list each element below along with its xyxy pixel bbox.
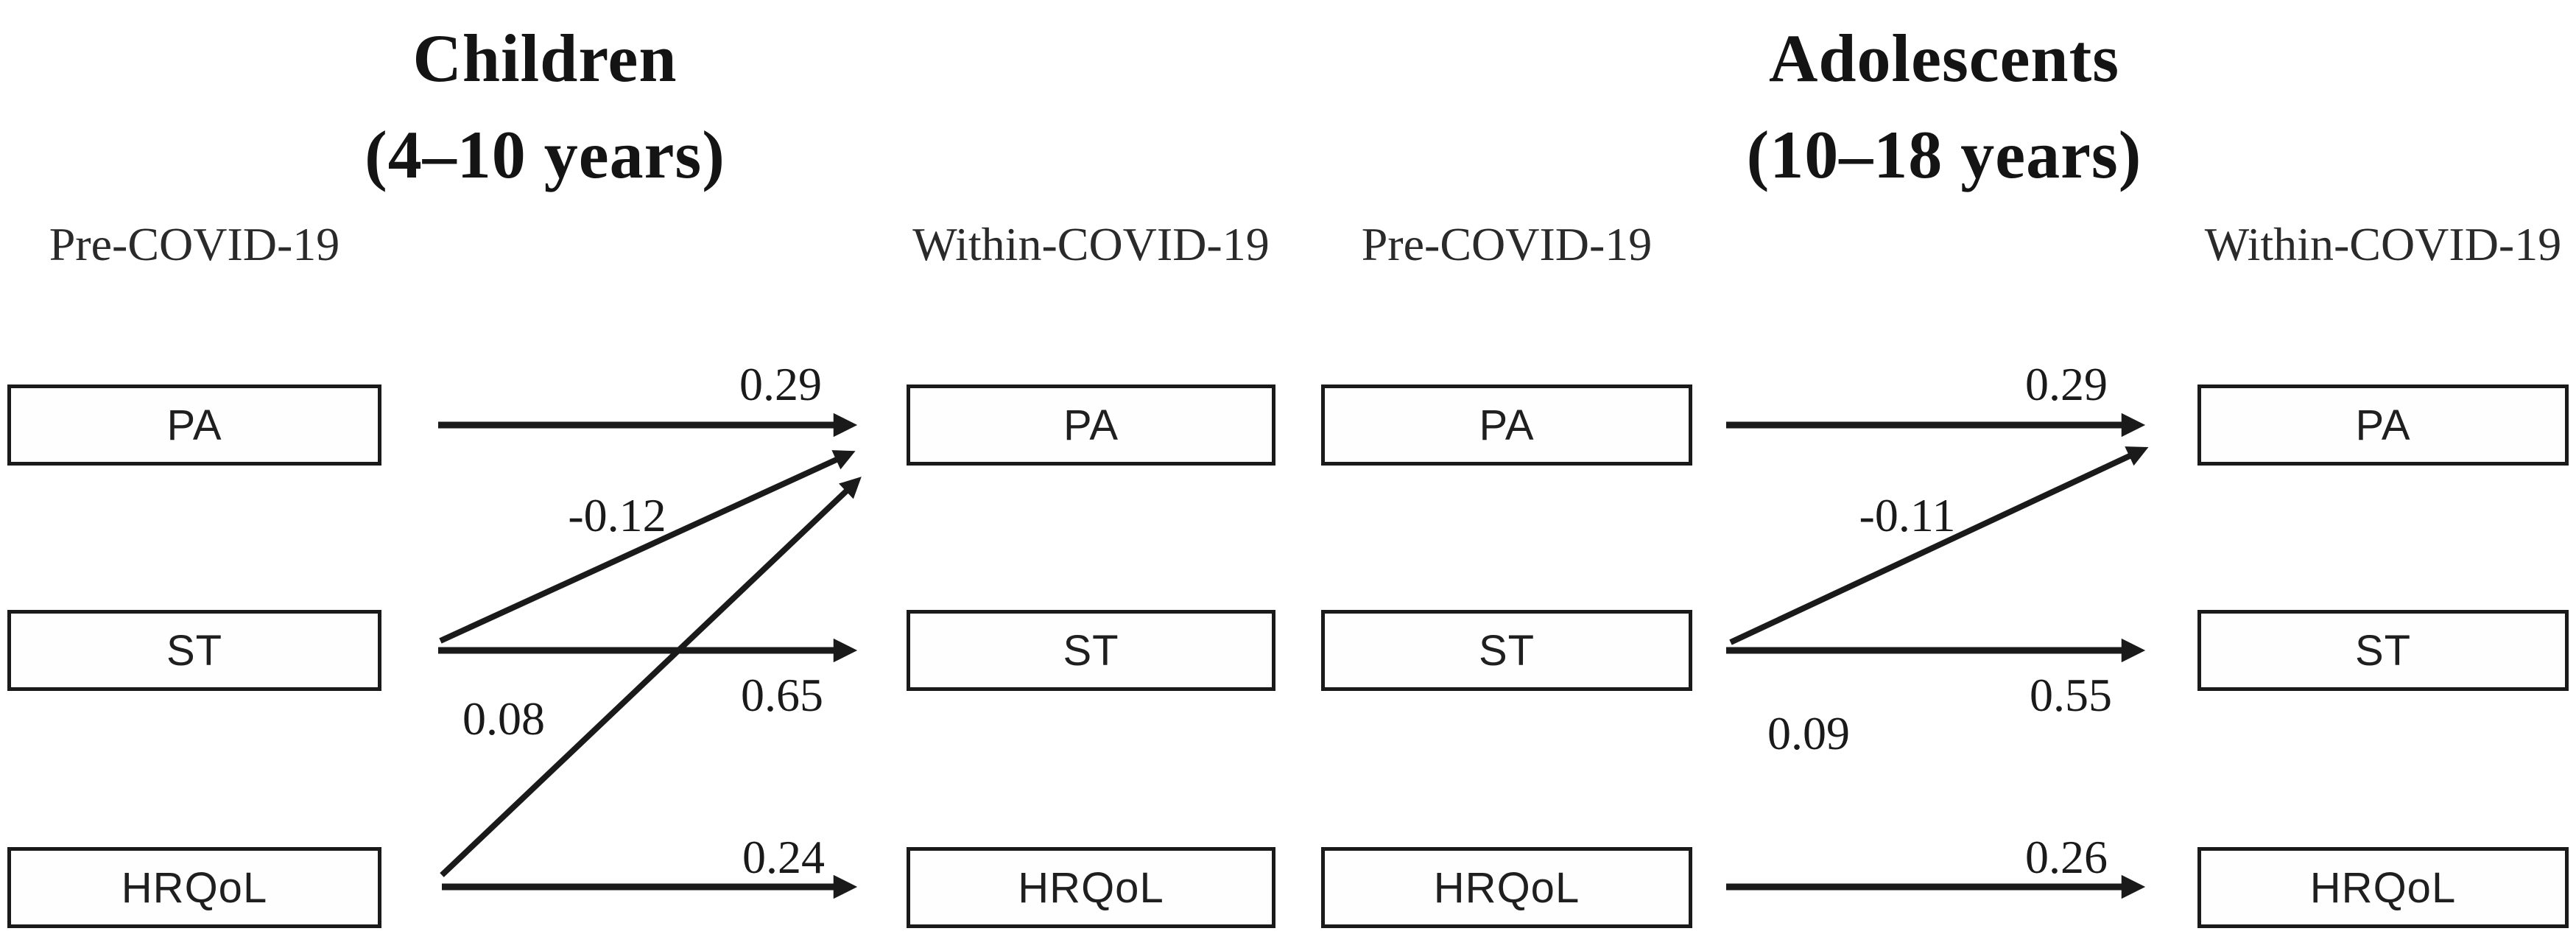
node-label: HRQoL	[1018, 863, 1164, 912]
children-title-line1: Children	[412, 21, 678, 96]
coef-children-pa-to-pa: 0.29	[739, 358, 822, 410]
arrow-children-st-to-pa	[439, 450, 856, 644]
node-label: PA	[166, 401, 222, 449]
children-pre-covid-label: Pre-COVID-19	[49, 218, 340, 270]
node-label: PA	[1479, 401, 1535, 449]
node-adolescents-within-hrqol: HRQoL	[2197, 847, 2569, 928]
node-adolescents-pre-hrqol: HRQoL	[1321, 847, 1692, 928]
coef-adolescents-hrqol-cross: 0.09	[1767, 707, 1850, 759]
coef-children-hrqol-to-pa: 0.08	[462, 692, 545, 745]
node-label: HRQoL	[1433, 863, 1580, 912]
coef-children-st-to-st: 0.65	[741, 669, 823, 721]
node-label: ST	[1063, 626, 1119, 675]
node-label: ST	[2354, 626, 2412, 675]
node-children-pre-pa: PA	[7, 385, 381, 466]
adolescents-pre-covid-label: Pre-COVID-19	[1361, 218, 1653, 270]
coef-adolescents-st-to-pa: -0.11	[1859, 489, 1956, 541]
node-children-pre-st: ST	[7, 610, 381, 691]
node-children-pre-hrqol: HRQoL	[7, 847, 381, 928]
coef-adolescents-hrqol-to-hrqol: 0.26	[2025, 831, 2108, 883]
node-label: ST	[166, 626, 223, 675]
node-adolescents-pre-pa: PA	[1321, 385, 1692, 466]
arrow-children-hrqol-to-pa	[440, 477, 862, 877]
node-label: HRQoL	[121, 863, 268, 912]
children-panel-title: Children (4–10 years)	[177, 10, 913, 203]
adolescents-title-line1: Adolescents	[1768, 21, 2120, 96]
coef-adolescents-st-to-st: 0.55	[2030, 669, 2112, 721]
children-title-line2: (4–10 years)	[365, 117, 725, 192]
node-children-within-hrqol: HRQoL	[907, 847, 1275, 928]
node-label: PA	[1063, 401, 1119, 449]
arrow-adolescents-st-to-pa	[1729, 446, 2149, 645]
coef-children-hrqol-to-hrqol: 0.24	[742, 831, 825, 883]
node-label: ST	[1478, 626, 1535, 675]
adolescents-within-covid-label: Within-COVID-19	[2204, 218, 2562, 270]
adolescents-title-line2: (10–18 years)	[1746, 117, 2142, 192]
coef-adolescents-pa-to-pa: 0.29	[2025, 358, 2108, 410]
node-label: PA	[2355, 401, 2411, 449]
node-adolescents-within-st: ST	[2197, 610, 2569, 691]
coef-children-st-to-pa: -0.12	[568, 489, 666, 541]
node-label: HRQoL	[2309, 863, 2457, 912]
children-within-covid-label: Within-COVID-19	[912, 218, 1270, 270]
node-adolescents-within-pa: PA	[2197, 385, 2569, 466]
node-children-within-pa: PA	[907, 385, 1275, 466]
node-children-within-st: ST	[907, 610, 1275, 691]
node-adolescents-pre-st: ST	[1321, 610, 1692, 691]
adolescents-panel-title: Adolescents (10–18 years)	[1576, 10, 2312, 203]
